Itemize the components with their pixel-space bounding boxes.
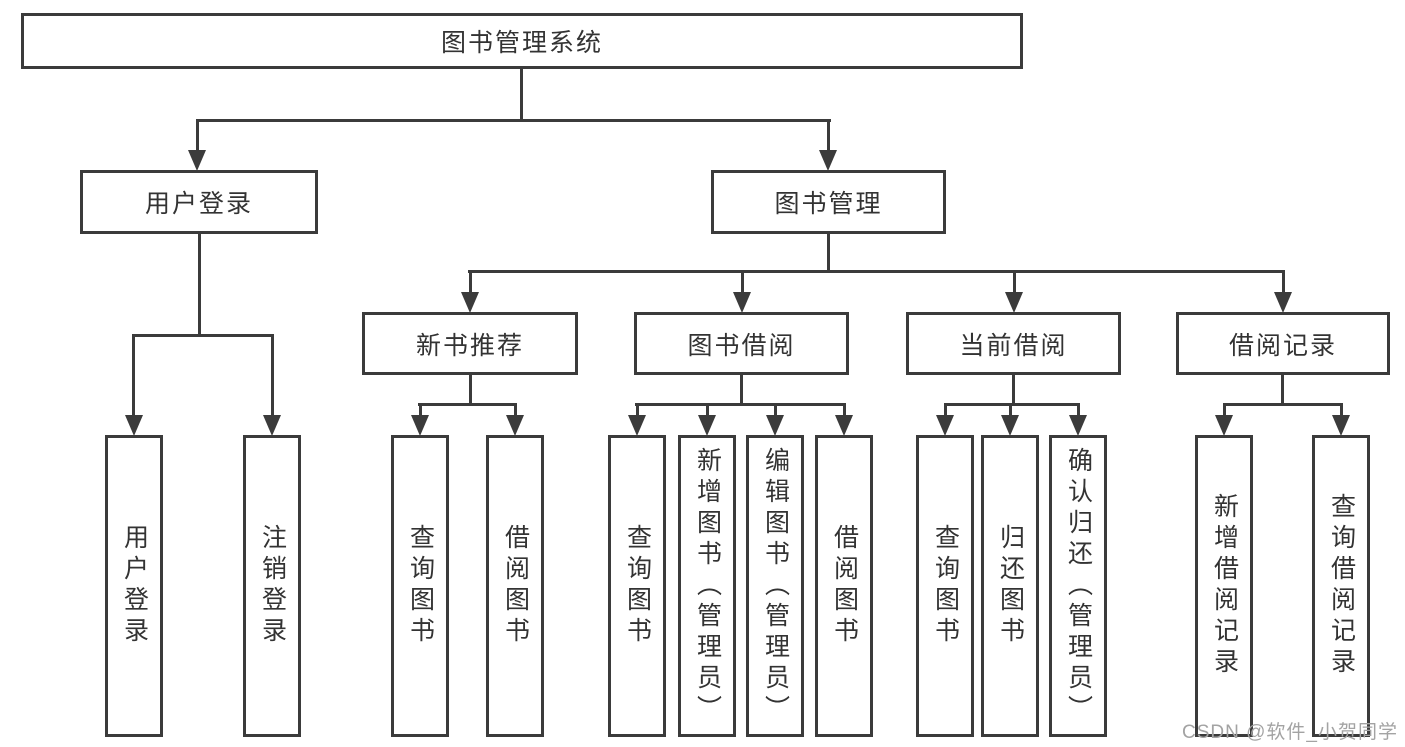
- leaf-records-add-borrow-record: 新增借阅记录: [1195, 435, 1253, 737]
- leaf-current-confirm-return-admin: 确认归还（管理员）: [1049, 435, 1107, 737]
- arrow-down-icon: [835, 415, 853, 436]
- watermark-text: CSDN @软件_小贺同学: [1182, 722, 1398, 743]
- connector-line: [827, 233, 830, 273]
- leaf-logout-login: 注销登录: [243, 435, 301, 737]
- leaf-recommend-query-book: 查询图书: [391, 435, 449, 737]
- connector-line: [827, 119, 830, 151]
- connector-line: [418, 403, 517, 406]
- connector-line: [198, 233, 201, 336]
- arrow-down-icon: [1069, 415, 1087, 436]
- arrow-down-icon: [125, 415, 143, 436]
- arrow-down-icon: [188, 150, 206, 171]
- connector-line: [843, 403, 846, 422]
- connector-line: [469, 270, 472, 296]
- connector-line: [469, 374, 472, 406]
- connector-line: [635, 403, 846, 406]
- connector-line: [1281, 374, 1284, 406]
- connector-line: [419, 403, 422, 422]
- arrow-down-icon: [766, 415, 784, 436]
- connector-line: [741, 270, 744, 296]
- arrow-down-icon: [1274, 292, 1292, 313]
- leaf-records-query-borrow-record: 查询借阅记录: [1312, 435, 1370, 737]
- arrow-down-icon: [628, 415, 646, 436]
- connector-line: [944, 403, 1080, 406]
- arrow-down-icon: [411, 415, 429, 436]
- connector-line: [1077, 403, 1080, 422]
- connector-line: [636, 403, 639, 422]
- connector-line: [1012, 374, 1015, 406]
- node-root: 图书管理系统: [21, 13, 1023, 69]
- arrow-down-icon: [506, 415, 524, 436]
- arrow-down-icon: [698, 415, 716, 436]
- node-new-book-recommendation: 新书推荐: [362, 312, 578, 375]
- connector-line: [1282, 270, 1285, 296]
- connector-line: [1223, 403, 1343, 406]
- connector-line: [1340, 403, 1343, 422]
- arrow-down-icon: [733, 292, 751, 313]
- arrow-down-icon: [461, 292, 479, 313]
- connector-line: [944, 403, 947, 422]
- connector-line: [740, 374, 743, 406]
- leaf-borrowing-edit-book-admin: 编辑图书（管理员）: [746, 435, 804, 737]
- arrow-down-icon: [1215, 415, 1233, 436]
- connector-line: [1223, 403, 1226, 422]
- leaf-current-return-book: 归还图书: [981, 435, 1039, 737]
- leaf-recommend-borrow-book: 借阅图书: [486, 435, 544, 737]
- node-current-borrowing: 当前借阅: [906, 312, 1121, 375]
- arrow-down-icon: [1001, 415, 1019, 436]
- connector-line: [774, 403, 777, 422]
- connector-line: [196, 119, 831, 122]
- connector-line: [520, 69, 523, 120]
- connector-line: [468, 270, 1284, 273]
- arrow-down-icon: [263, 415, 281, 436]
- node-user-login: 用户登录: [80, 170, 318, 234]
- leaf-borrowing-query-book: 查询图书: [608, 435, 666, 737]
- arrow-down-icon: [1332, 415, 1350, 436]
- connector-line: [706, 403, 709, 422]
- arrow-down-icon: [819, 150, 837, 171]
- leaf-borrowing-add-book-admin: 新增图书（管理员）: [678, 435, 736, 737]
- connector-line: [1013, 270, 1016, 296]
- leaf-user-login: 用户登录: [105, 435, 163, 737]
- leaf-borrowing-borrow-book: 借阅图书: [815, 435, 873, 737]
- connector-line: [132, 334, 274, 337]
- connector-line: [514, 403, 517, 422]
- connector-line: [271, 334, 274, 422]
- node-book-management: 图书管理: [711, 170, 946, 234]
- node-book-borrowing: 图书借阅: [634, 312, 849, 375]
- connector-line: [132, 334, 135, 422]
- leaf-current-query-book: 查询图书: [916, 435, 974, 737]
- connector-line: [196, 119, 199, 151]
- arrow-down-icon: [936, 415, 954, 436]
- connector-line: [1009, 403, 1012, 422]
- node-borrowing-records: 借阅记录: [1176, 312, 1390, 375]
- arrow-down-icon: [1005, 292, 1023, 313]
